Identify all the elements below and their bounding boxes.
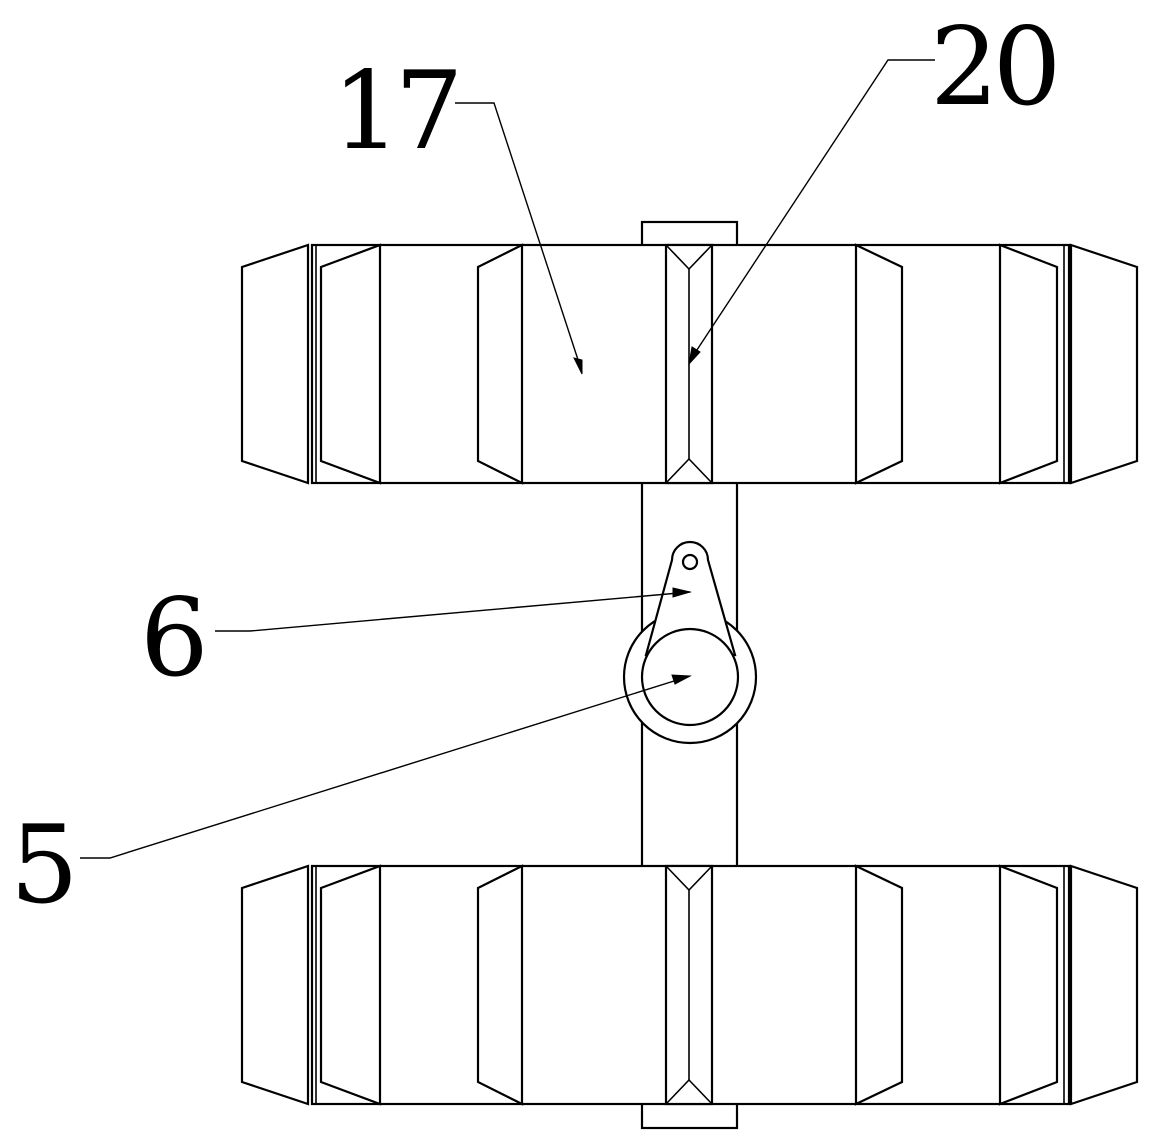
leader-lines bbox=[80, 59, 935, 859]
arrowhead-6 bbox=[672, 587, 692, 598]
callout-17: 17 bbox=[332, 49, 457, 174]
leader-17 bbox=[455, 102, 583, 373]
arrowhead-20 bbox=[688, 346, 701, 366]
callout-5: 5 bbox=[10, 803, 73, 928]
leader-5 bbox=[80, 675, 691, 859]
callout-20: 20 bbox=[930, 5, 1055, 130]
arrowhead-5 bbox=[671, 674, 692, 685]
arrowhead-17 bbox=[573, 357, 583, 375]
leader-6 bbox=[215, 591, 691, 632]
bearing-assembly bbox=[622, 540, 758, 745]
leader-20 bbox=[688, 59, 935, 363]
callout-6: 6 bbox=[140, 576, 203, 701]
lower-drum bbox=[240, 864, 1139, 1106]
